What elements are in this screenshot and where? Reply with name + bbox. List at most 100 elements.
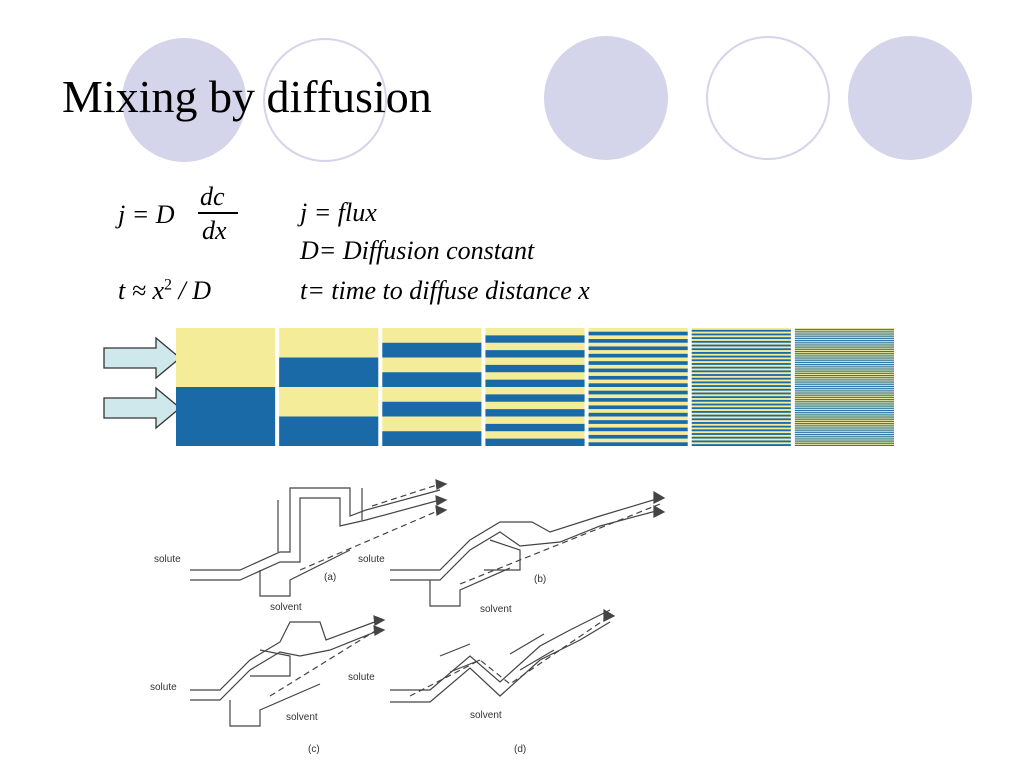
lamination-band [485, 416, 585, 425]
lamination-band [794, 390, 894, 392]
lamination-band [794, 417, 894, 419]
label-solute-d: solute [348, 672, 375, 683]
lamination-band [485, 394, 585, 402]
lamination-band [794, 352, 894, 355]
lamination-band [588, 409, 688, 414]
lamination-band [794, 328, 894, 331]
lamination-band [794, 345, 894, 347]
lamination-band [382, 328, 482, 343]
label-solvent-d: solvent [470, 710, 502, 721]
lamination-band [691, 399, 791, 402]
lamination-band [691, 436, 791, 439]
time-equation-tail: / D [172, 276, 212, 305]
lamination-band [485, 423, 585, 432]
lamination-band [794, 358, 894, 360]
lamination-band [588, 420, 688, 425]
lamination-band [794, 421, 894, 423]
inlet-arrow-top [103, 336, 182, 380]
lamination-band [382, 431, 482, 446]
lamination-band [588, 383, 688, 388]
lamination-band [794, 405, 894, 407]
lamination-band [588, 372, 688, 377]
lamination-band [794, 426, 894, 428]
lamination-band [794, 387, 894, 390]
lamination-band [691, 351, 791, 355]
lamination-band [794, 375, 894, 378]
lamination-band [485, 431, 585, 439]
lamination-band [794, 441, 894, 443]
lamination-band [588, 328, 688, 332]
lamination-band [794, 362, 894, 364]
lamination-band [691, 329, 791, 332]
lamination-band [485, 357, 585, 366]
lamination-band [485, 387, 585, 395]
lamination-band [382, 387, 482, 402]
lamination-band [176, 387, 276, 446]
lamination-band [794, 395, 894, 397]
lamination-band [691, 414, 791, 417]
lamination-band [794, 342, 894, 344]
label-d: (d) [514, 744, 526, 755]
lamination-band [794, 412, 894, 414]
lamination-band [794, 382, 894, 384]
lamination-band [794, 376, 894, 378]
lamination-band [588, 442, 688, 446]
lamination-band [794, 359, 894, 361]
lamination-band [794, 415, 894, 417]
lamination-band [794, 339, 894, 342]
label-a: (a) [324, 572, 336, 583]
lamination-panel [794, 328, 894, 446]
lamination-band [588, 350, 688, 355]
inlet-arrow-bottom [103, 386, 182, 430]
lamination-band [691, 387, 791, 390]
lamination-band [794, 330, 894, 332]
lamination-band [794, 440, 894, 442]
lamination-band [485, 401, 585, 410]
lamination-band [588, 434, 688, 439]
label-solute-a: solute [154, 554, 181, 565]
lamination-band [794, 329, 894, 331]
lamination-band [794, 442, 894, 444]
flux-equation-numerator: dc [200, 182, 225, 211]
lamination-band [588, 398, 688, 402]
lamination-band [794, 373, 894, 375]
lamination-band [794, 378, 894, 380]
lamination-panel [691, 328, 791, 446]
lamination-band [279, 328, 379, 358]
fraction-bar [198, 212, 238, 214]
lamination-band [794, 397, 894, 399]
lamination-band [691, 368, 791, 371]
lamination-band [691, 412, 791, 415]
lamination-band [691, 346, 791, 349]
lamination-band [588, 394, 688, 399]
lamination-band [794, 366, 894, 368]
lamination-band [794, 387, 894, 389]
lamination-band [794, 422, 894, 424]
lamination-panel [279, 328, 379, 446]
lamination-band [691, 375, 791, 378]
decor-circle-5 [848, 36, 972, 160]
decor-circle-3 [544, 36, 668, 160]
lamination-band [794, 403, 894, 405]
lamination-band [794, 422, 894, 425]
lamination-band [691, 377, 791, 380]
lamination-band [794, 347, 894, 349]
lamination-band [794, 333, 894, 335]
lamination-band [588, 335, 688, 340]
lamination-band [691, 357, 791, 360]
lamination-band [794, 369, 894, 371]
lamination-band [794, 427, 894, 429]
definition-flux: j = flux [300, 198, 377, 227]
lamination-band [691, 350, 791, 353]
lamination-band [794, 394, 894, 396]
lamination-band [794, 399, 894, 402]
lamination-band [794, 364, 894, 366]
lamination-band [382, 342, 482, 358]
lamination-band [794, 400, 894, 402]
lamination-band [588, 361, 688, 366]
lamination-band [691, 422, 791, 425]
lamination-band [794, 350, 894, 352]
lamination-band [588, 379, 688, 384]
lamination-band [691, 333, 791, 336]
